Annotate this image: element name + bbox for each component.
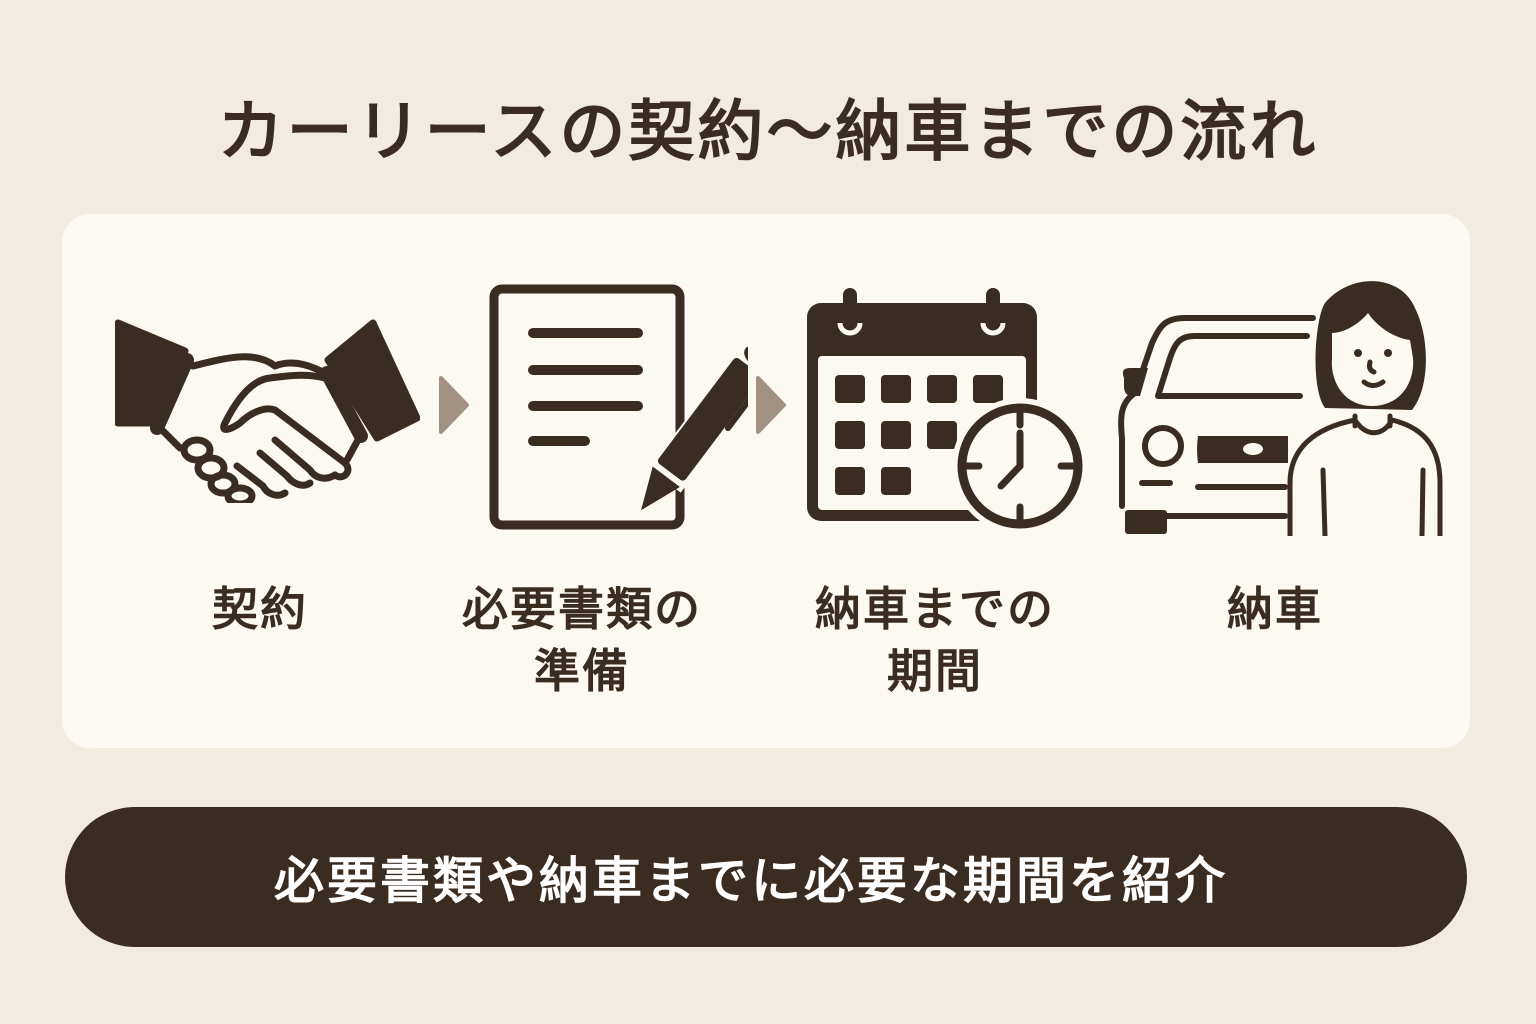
step-label-line: 必要書類の	[462, 582, 702, 636]
arrow-right-icon	[439, 376, 469, 434]
calendar-clock-icon	[807, 288, 1088, 533]
step-label-contract: 契約	[140, 578, 380, 640]
page-title: カーリースの契約〜納車までの流れ	[217, 93, 1319, 170]
summary-banner-text: 必要書類や納車までに必要な期間を紹介	[274, 852, 1228, 910]
step-label-delivery-period: 納車までの 期間	[770, 578, 1100, 702]
step-label-documents: 必要書類の 準備	[412, 578, 752, 702]
step-label-line: 納車までの	[815, 582, 1055, 636]
arrow-right-icon	[756, 376, 786, 434]
step-label-line: 納車	[1227, 582, 1323, 636]
step-label-line: 準備	[534, 644, 630, 698]
summary-banner: 必要書類や納車までに必要な期間を紹介	[65, 807, 1467, 947]
step-label-delivery: 納車	[1150, 578, 1400, 640]
step-label-line: 契約	[212, 582, 308, 636]
step-label-line: 期間	[887, 644, 983, 698]
handshake-icon	[115, 319, 420, 503]
car-person-icon	[1118, 281, 1445, 536]
document-pen-icon	[489, 284, 748, 530]
